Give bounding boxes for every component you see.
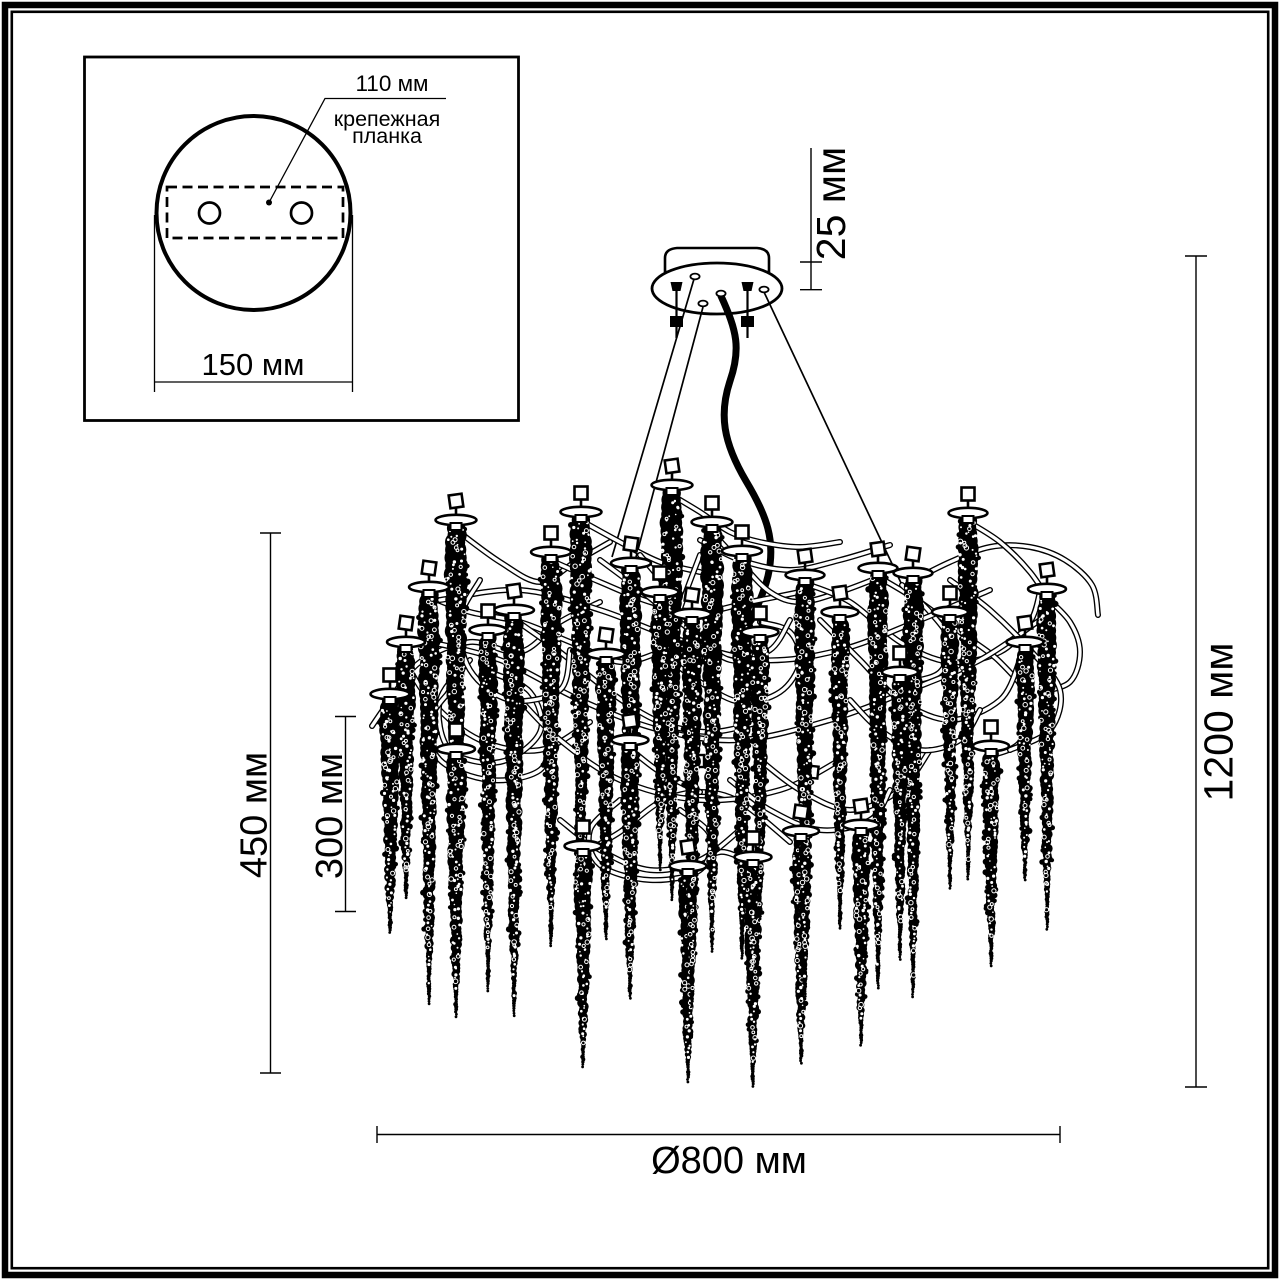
svg-text:1200 мм: 1200 мм <box>1196 643 1242 802</box>
svg-text:300 мм: 300 мм <box>309 753 351 879</box>
svg-text:150 мм: 150 мм <box>202 347 305 382</box>
svg-text:25 мм: 25 мм <box>808 147 854 260</box>
svg-text:крепежная: крепежная <box>334 107 441 131</box>
svg-text:Ø800 мм: Ø800 мм <box>651 1140 807 1182</box>
svg-text:планка: планка <box>352 124 422 148</box>
svg-text:110 мм: 110 мм <box>355 71 428 96</box>
svg-text:450 мм: 450 мм <box>234 752 276 878</box>
